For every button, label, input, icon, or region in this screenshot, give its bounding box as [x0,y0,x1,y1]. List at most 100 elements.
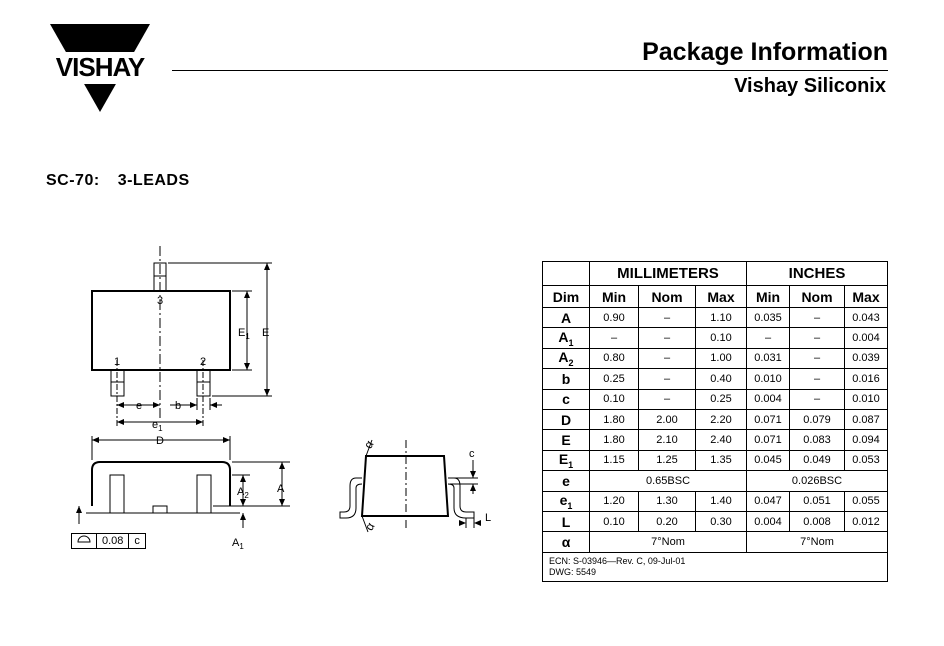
value-cell-in-nom: – [789,306,845,329]
value-cell-mm-min: 0.10 [589,388,639,410]
dim-cell: A1 [542,327,590,349]
package-leads: 3-LEADS [117,172,190,189]
A-label: A [277,483,285,495]
side-view-arrows [459,471,481,526]
col-in-min: Min [746,285,790,308]
value-cell-in-min: – [746,327,790,349]
alpha-label-top: α [361,438,377,451]
page-title: Package Information [642,38,888,66]
col-mm-max: Max [695,285,747,308]
vishay-logo: VISHAY [46,24,154,116]
value-cell-mm-max: 0.30 [695,510,747,533]
ecn-note: ECN: S-03946—Rev. C, 09-Jul-01 [549,555,686,566]
value-cell-in-min: 0.031 [746,347,790,370]
value-cell-in-min: 0.045 [746,449,790,472]
E-label: E [262,327,269,339]
top-view-arrows [117,263,270,425]
L-label: L [485,512,491,524]
mm-group-header: MILLIMETERS [589,261,747,286]
D-label: D [156,435,164,447]
top-view-drawing [91,246,272,428]
value-cell-mm-nom: 0.20 [638,510,696,533]
value-cell-in-min: 0.004 [746,388,790,410]
value-cell-mm-nom: – [638,368,696,390]
value-cell-in-nom: 0.049 [789,449,845,472]
value-cell-mm-nom: – [638,327,696,349]
dim-cell: e [542,470,590,492]
col-in-max: Max [844,285,888,308]
pin3-label: 3 [157,295,163,307]
value-cell-mm-max: 1.35 [695,449,747,472]
table-row: α 7°Nom 7°Nom [542,531,888,553]
tolerance-ref: c [134,535,140,547]
value-cell-mm-max: 1.40 [695,490,747,512]
table-row: A1––0.10––0.004 [542,327,888,349]
table-row: e 0.65BSC 0.026BSC [542,470,888,492]
corner-cell [542,261,590,286]
header-rule [172,70,888,71]
b-label: b [175,400,181,412]
value-cell-in-max: 0.055 [844,490,888,512]
value-cell-mm-max: 1.10 [695,306,747,329]
value-cell-mm-max: 2.40 [695,429,747,451]
value-cell-in-nom: – [789,368,845,390]
vishay-triangle-icon [46,24,154,112]
flatness-icon [72,534,97,548]
dimensions-table: MILLIMETERS INCHES Dim Min Nom Max Min N… [542,261,888,582]
dim-cell: A2 [542,347,590,370]
pin2-label: 2 [200,356,206,368]
value-cell-mm-max: 2.20 [695,408,747,431]
value-cell-mm-min: – [589,327,639,349]
pin1-label: 1 [114,356,120,368]
value-cell-in-min: 0.071 [746,408,790,431]
value-cell-in-min: 0.071 [746,429,790,451]
value-cell-mm-min: 0.10 [589,510,639,533]
in-group-header: INCHES [746,261,888,286]
col-in-nom: Nom [789,285,845,308]
col-mm-nom: Nom [638,285,696,308]
mm-span-cell: 0.65BSC [589,470,747,492]
dim-cell: α [542,531,590,553]
E1-label: E1 [238,327,250,341]
e1-label: e1 [152,419,163,433]
value-cell-in-max: 0.016 [844,368,888,390]
tolerance-value: 0.08 [97,534,130,548]
value-cell-mm-max: 0.25 [695,388,747,410]
logo-text: VISHAY [55,52,145,82]
flatness-tolerance-box: 0.08 c [71,533,146,549]
value-cell-mm-nom: – [638,388,696,410]
value-cell-in-nom: 0.083 [789,429,845,451]
col-dim: Dim [542,285,590,308]
value-cell-mm-nom: 2.10 [638,429,696,451]
value-cell-in-max: 0.087 [844,408,888,431]
package-title: SC-70:3-LEADS [46,172,190,190]
page-subtitle: Vishay Siliconix [734,75,886,97]
A1-label: A1 [232,537,244,551]
A2-label: A2 [237,486,249,500]
value-cell-mm-nom: 1.30 [638,490,696,512]
value-cell-in-min: 0.004 [746,510,790,533]
value-cell-mm-min: 1.80 [589,408,639,431]
value-cell-in-max: 0.004 [844,327,888,349]
value-cell-mm-nom: 1.25 [638,449,696,472]
value-cell-mm-max: 0.40 [695,368,747,390]
e-label: e [136,400,142,412]
col-mm-min: Min [589,285,639,308]
dim-cell: e1 [542,490,590,512]
front-view-arrows [76,437,285,520]
value-cell-in-nom: 0.079 [789,408,845,431]
value-cell-mm-nom: – [638,347,696,370]
value-cell-mm-min: 1.20 [589,490,639,512]
value-cell-mm-min: 0.90 [589,306,639,329]
value-cell-in-max: 0.012 [844,510,888,533]
value-cell-in-max: 0.039 [844,347,888,370]
c-label: c [469,448,475,460]
value-cell-in-min: 0.047 [746,490,790,512]
value-cell-in-min: 0.035 [746,306,790,329]
